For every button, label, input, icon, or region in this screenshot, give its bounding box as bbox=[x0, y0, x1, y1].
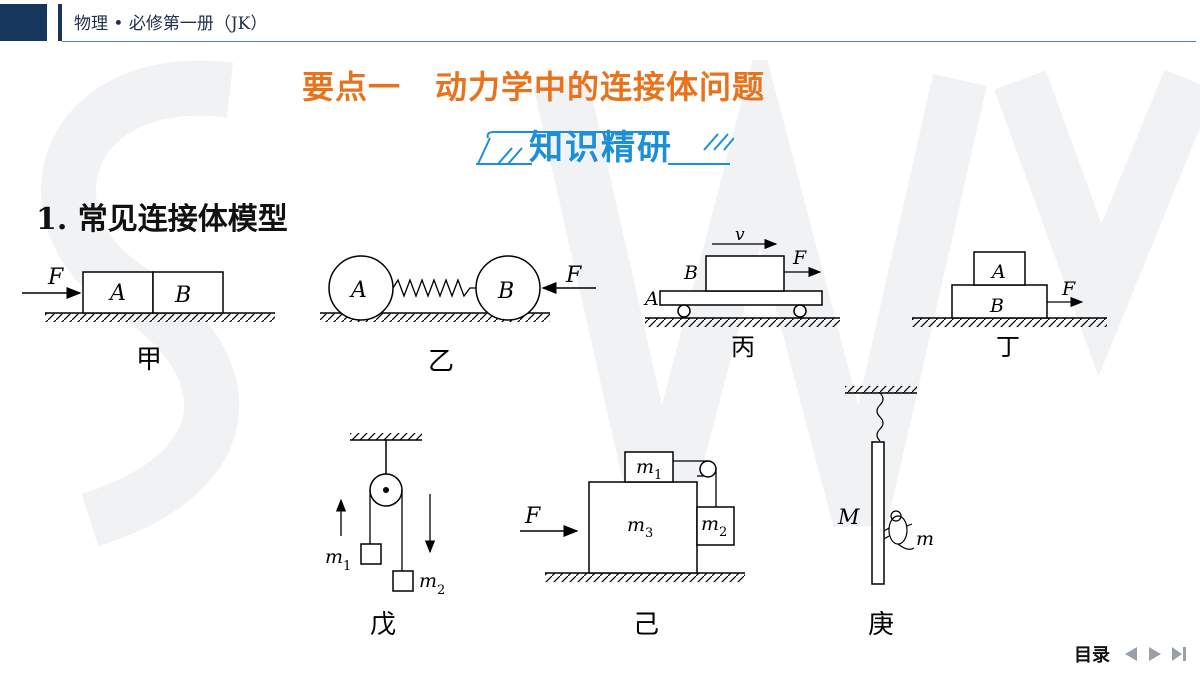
diagram-jia: F A B 甲 bbox=[22, 265, 275, 375]
subheading-text: 常见连接体模型 bbox=[77, 202, 288, 237]
diagram-ji: F m1 m3 m2 己 bbox=[520, 451, 745, 640]
knowledge-badge-frame bbox=[476, 131, 734, 165]
header-title: 物理 • 必修第一册（JK） bbox=[74, 14, 268, 34]
knowledge-badge: 知识精研 bbox=[529, 128, 673, 168]
jia-caption: 甲 bbox=[136, 345, 162, 375]
diagram-bing: v F B A 丙 bbox=[643, 225, 840, 361]
bing-cart-a-label: A bbox=[643, 288, 659, 310]
diagram-yi: A B F 乙 bbox=[320, 255, 596, 377]
yi-ball-a-label: A bbox=[349, 278, 367, 303]
footer-nav: 目录 bbox=[1074, 641, 1188, 667]
yi-caption: 乙 bbox=[428, 347, 454, 377]
geng-pole-label: M bbox=[837, 505, 860, 529]
section-title: 要点一动力学中的连接体问题 bbox=[0, 62, 1067, 108]
diagram-wu: m1 m2 戊 bbox=[325, 433, 445, 640]
bing-block-b-label: B bbox=[683, 262, 698, 284]
jia-force-label: F bbox=[47, 265, 64, 290]
geng-caption: 庚 bbox=[868, 610, 894, 640]
ji-m2-label: m2 bbox=[701, 513, 727, 540]
mouse-icon bbox=[883, 510, 915, 550]
wu-mass1-label: m1 bbox=[325, 546, 351, 574]
yi-ball-b-label: B bbox=[497, 279, 514, 304]
header-divider bbox=[62, 41, 1196, 42]
geng-mouse-label: m bbox=[916, 528, 934, 550]
previous-slide-icon[interactable] bbox=[1122, 645, 1140, 663]
jia-block-b-label: B bbox=[174, 283, 191, 308]
wu-mass2-label: m2 bbox=[419, 570, 445, 598]
ding-force-label: F bbox=[1061, 278, 1076, 300]
ji-m1-label: m1 bbox=[636, 456, 662, 483]
section-title-part2: 动力学中的连接体问题 bbox=[435, 68, 766, 106]
subheading: 1. 常见连接体模型 bbox=[36, 194, 288, 238]
next-slide-icon[interactable] bbox=[1146, 645, 1164, 663]
jia-block-a-label: A bbox=[108, 281, 126, 306]
ji-caption: 己 bbox=[633, 610, 659, 640]
bing-force-label: F bbox=[792, 247, 807, 269]
bing-caption: 丙 bbox=[731, 333, 755, 361]
toc-link[interactable]: 目录 bbox=[1074, 645, 1110, 666]
header-accent bbox=[58, 4, 62, 41]
yi-force-label: F bbox=[565, 263, 582, 288]
header-bar bbox=[0, 4, 47, 41]
diagram-geng: M m 庚 bbox=[837, 386, 934, 640]
section-title-part1: 要点一 bbox=[301, 68, 401, 106]
diagram-ding: A B F 丁 bbox=[912, 251, 1107, 361]
ding-block-a-label: A bbox=[990, 261, 1006, 283]
ding-caption: 丁 bbox=[996, 333, 1020, 361]
ji-m3-label: m3 bbox=[627, 514, 653, 541]
last-slide-icon[interactable] bbox=[1170, 645, 1188, 663]
ji-force-label: F bbox=[524, 504, 541, 529]
bing-velocity-label: v bbox=[735, 225, 745, 245]
subheading-number: 1. bbox=[36, 202, 68, 237]
wu-caption: 戊 bbox=[370, 610, 396, 640]
ding-block-b-label: B bbox=[989, 295, 1004, 317]
